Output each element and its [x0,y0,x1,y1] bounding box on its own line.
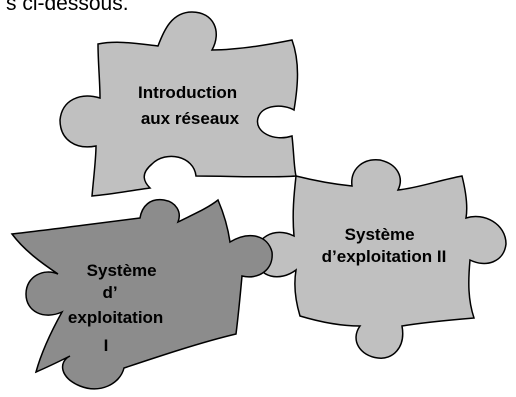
piece-label-line: aux réseaux [141,109,240,128]
piece-label-line: d’ [103,283,117,302]
piece-label-line: exploitation [68,308,163,327]
header-text: s ci-dessous. [6,0,129,15]
piece-label-line: Système [87,261,157,280]
piece-label-line: Système [345,225,415,244]
svg-text:Introduction aux réseaux: Introduction aux réseaux [138,83,242,128]
piece-label-line: I [104,336,109,355]
piece-label-line: Introduction [138,83,237,102]
svg-text:Système d’ exploit: Système d’ exploitation I [68,261,168,355]
puzzle-piece-shape [59,11,299,197]
piece-label-line: d’exploitation II [322,247,447,266]
puzzle-piece-shape [255,159,507,359]
puzzle-piece-shape [10,198,273,390]
puzzle-piece-systeme-exploitation-ii: Système d’exploitation II [255,159,507,359]
svg-text:Système d’exploitation I: Système d’exploitation II [322,225,447,266]
puzzle-piece-systeme-exploitation-i: Système d’ exploitation I [10,198,273,390]
puzzle-piece-intro-reseaux: Introduction aux réseaux [59,11,299,197]
